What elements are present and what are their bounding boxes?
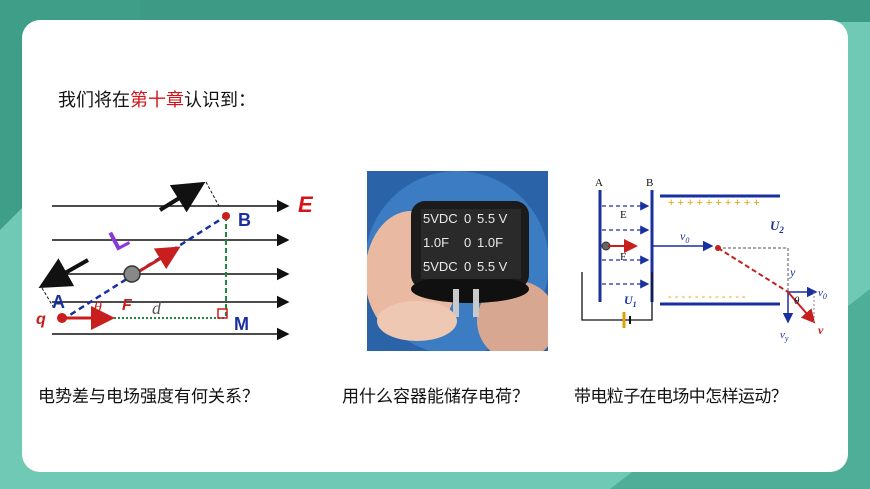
svg-text:5.5 V: 5.5 V bbox=[477, 211, 508, 226]
svg-text:0: 0 bbox=[464, 259, 471, 274]
caption-potential-difference: 电势差与电场强度有何关系？ bbox=[38, 387, 259, 407]
background-top-strip bbox=[140, 0, 870, 22]
svg-text:B: B bbox=[646, 177, 653, 189]
label-f: F bbox=[122, 297, 133, 314]
svg-text:v0: v0 bbox=[680, 229, 689, 245]
point-a bbox=[57, 313, 67, 323]
label-m: M bbox=[234, 314, 249, 334]
label-a: A bbox=[52, 292, 65, 312]
svg-text:5.5 V: 5.5 V bbox=[477, 259, 508, 274]
svg-text:v: v bbox=[818, 323, 824, 337]
slide-heading: 我们将在第十章认识到： bbox=[58, 86, 256, 112]
svg-text:1.0F: 1.0F bbox=[423, 235, 449, 250]
svg-text:- - - - - - - - - - - -: - - - - - - - - - - - - bbox=[668, 291, 746, 303]
svg-text:U2: U2 bbox=[770, 218, 784, 235]
svg-text:5VDC: 5VDC bbox=[423, 259, 458, 274]
heading-highlight: 第十章 bbox=[130, 90, 184, 111]
field-diagram: E B A M q θ F d L bbox=[36, 181, 314, 341]
svg-text:5VDC: 5VDC bbox=[423, 211, 458, 226]
label-b: B bbox=[238, 210, 251, 230]
label-l: L bbox=[104, 221, 134, 256]
caption-particle-motion: 带电粒子在电场中怎样运动？ bbox=[574, 387, 788, 407]
deflection-diagram: + + + + + + + + + + - - - - - - - - - - … bbox=[581, 177, 827, 343]
svg-text:E: E bbox=[620, 209, 627, 221]
svg-text:0: 0 bbox=[464, 211, 471, 226]
label-theta: θ bbox=[94, 299, 102, 316]
label-e: E bbox=[298, 192, 314, 217]
point-b bbox=[222, 212, 230, 220]
svg-text:+ + + + + + + + + +: + + + + + + + + + + bbox=[668, 197, 760, 209]
label-d: d bbox=[152, 298, 162, 318]
svg-text:U1: U1 bbox=[624, 293, 637, 309]
svg-text:θ: θ bbox=[794, 295, 800, 307]
heading-prefix: 我们将在 bbox=[58, 90, 130, 111]
capacitor-photo: 5VDC 0 5.5 V 1.0F 0 1.0F 5VDC 0 5.5 V bbox=[367, 171, 548, 351]
svg-text:v0: v0 bbox=[818, 287, 827, 301]
svg-text:vy: vy bbox=[780, 329, 789, 343]
svg-text:y: y bbox=[789, 265, 796, 279]
caption-capacitor: 用什么容器能储存电荷？ bbox=[342, 387, 529, 407]
svg-text:A: A bbox=[595, 177, 603, 189]
svg-text:1.0F: 1.0F bbox=[477, 235, 503, 250]
upper-arrow bbox=[158, 181, 206, 213]
lower-arrow bbox=[38, 258, 89, 288]
field-lines bbox=[52, 199, 290, 341]
capacitor-text: 5VDC 0 5.5 V 1.0F 0 1.0F 5VDC 0 5.5 V bbox=[423, 211, 508, 274]
svg-text:0: 0 bbox=[464, 235, 471, 250]
svg-text:F: F bbox=[620, 251, 626, 263]
charge-particle bbox=[123, 265, 141, 283]
heading-suffix: 认识到： bbox=[184, 90, 256, 111]
displacement-line bbox=[61, 214, 227, 322]
label-q: q bbox=[36, 311, 46, 328]
velocity-arrow bbox=[137, 246, 181, 274]
